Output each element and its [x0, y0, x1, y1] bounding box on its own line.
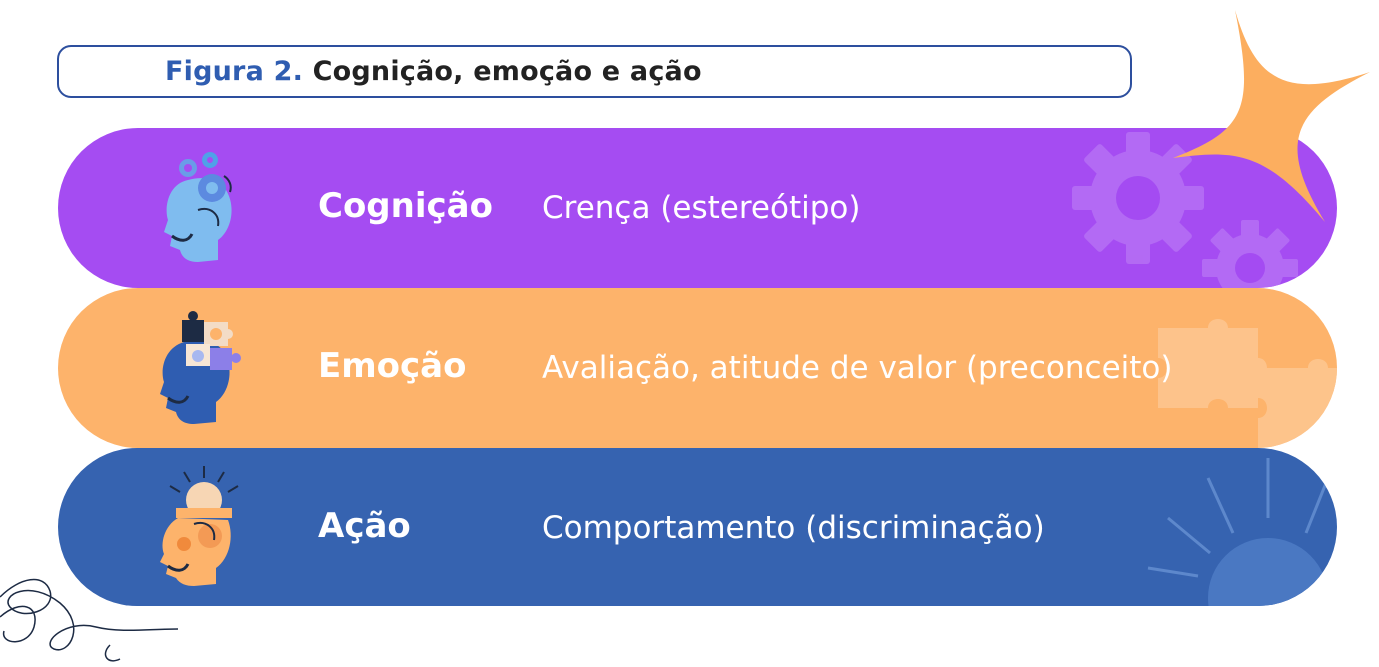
action-band: Ação Comportamento (discriminação) — [58, 448, 1337, 606]
row-label-action: Ação — [318, 506, 411, 546]
emotion-band: Emoção Avaliação, atitude de valor (prec… — [58, 288, 1337, 448]
gears-decoration-icon — [1072, 132, 1298, 288]
swirl-doodle-icon — [0, 578, 179, 662]
sparkle-star-icon — [1173, 10, 1370, 222]
head-lightbulb-icon — [160, 466, 239, 586]
figure-number: Figura 2. — [165, 56, 304, 87]
head-gears-icon — [164, 152, 232, 262]
figure-title-frame — [57, 45, 1132, 98]
sun-decoration-icon — [1147, 458, 1330, 606]
row-label-cognition: Cognição — [318, 186, 493, 226]
cognition-band: Cognição Crença (estereótipo) — [58, 128, 1337, 288]
puzzle-decoration-icon — [1158, 319, 1337, 448]
head-puzzle-icon — [160, 311, 241, 424]
figure-title-text: Cognição, emoção e ação — [312, 56, 702, 87]
row-label-emotion: Emoção — [318, 346, 467, 386]
row-description-action: Comportamento (discriminação) — [542, 510, 1045, 546]
figure-title: Figura 2. Cognição, emoção e ação — [165, 56, 702, 87]
row-description-cognition: Crença (estereótipo) — [542, 190, 861, 226]
row-description-emotion: Avaliação, atitude de valor (preconceito… — [542, 350, 1173, 386]
